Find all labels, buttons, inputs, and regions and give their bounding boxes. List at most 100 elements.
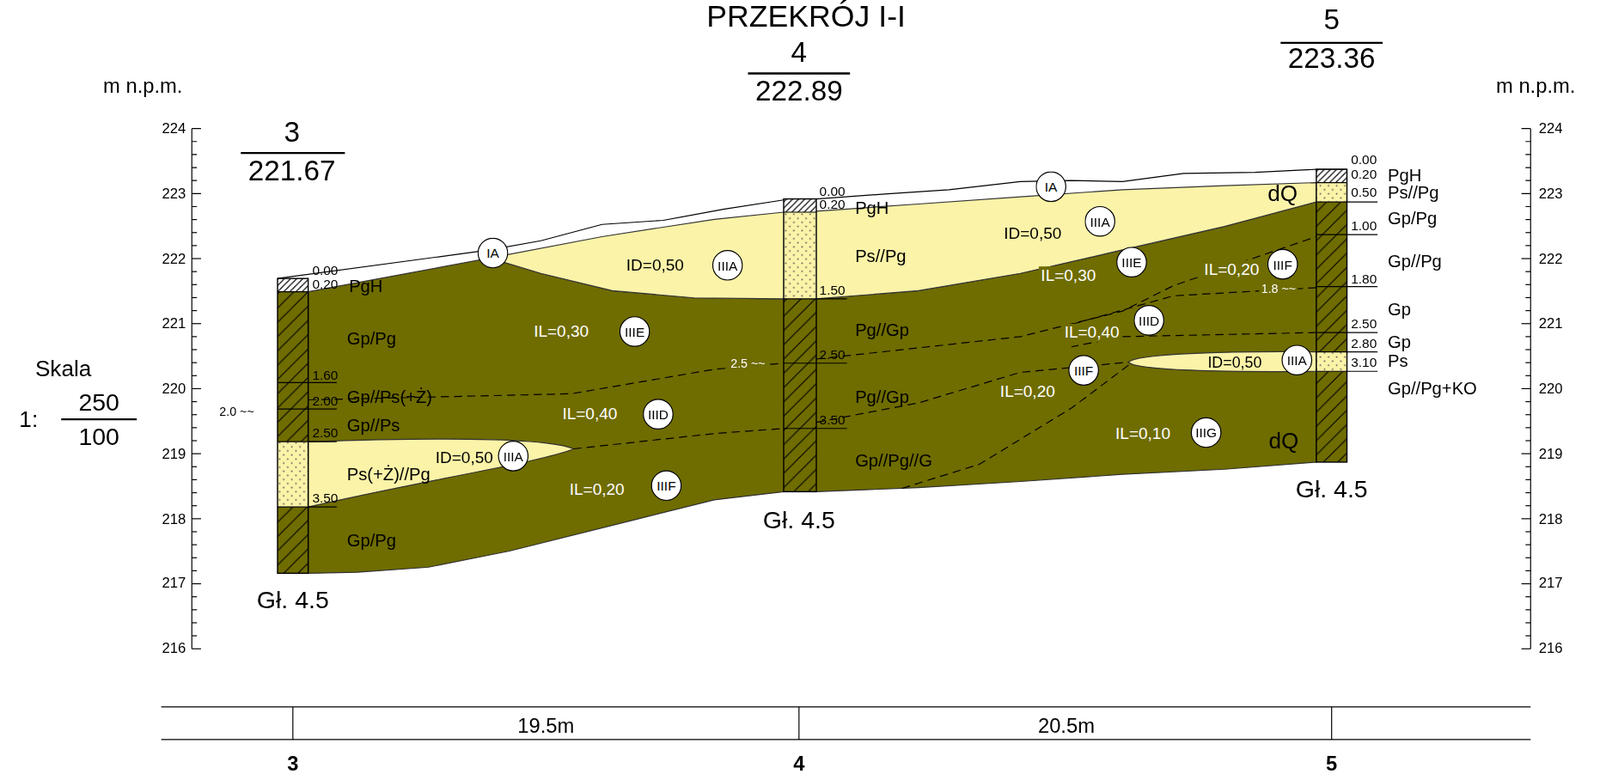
- section-label: 222: [1538, 250, 1564, 267]
- layer-symbol-text: IA: [1044, 180, 1058, 194]
- section-label: 2.50: [1350, 317, 1377, 332]
- section-label: 2.50: [311, 426, 338, 441]
- section-label: 5: [1325, 751, 1338, 774]
- section-label: 221.67: [248, 155, 336, 188]
- section-label: Gł. 4.5: [763, 506, 836, 534]
- layer-symbol-circle: IIIA: [1282, 344, 1313, 376]
- layer-symbol-circle: IIIF: [1267, 249, 1299, 281]
- section-label: IL=0,30: [1038, 266, 1099, 285]
- section-label: IL=0,40: [1062, 323, 1122, 342]
- layer-symbol-text: IIIA: [503, 449, 524, 463]
- section-label: ID=0,50: [1207, 354, 1262, 373]
- section-label: 223.36: [1288, 43, 1376, 76]
- section-label: 2.80: [1350, 336, 1377, 352]
- section-label: 1.80: [1350, 272, 1377, 288]
- borehole-5: [1316, 169, 1378, 463]
- section-label: dQ: [1268, 429, 1299, 455]
- section-label: 219: [1538, 445, 1564, 462]
- section-label: IL=0,10: [1113, 424, 1173, 443]
- layer-symbol-circle: IA: [477, 238, 509, 269]
- section-label: 5: [1323, 4, 1339, 37]
- layer-symbol-circle: IIID: [642, 398, 674, 430]
- sand-bodies: [308, 183, 1317, 508]
- header-fraction-lines: [61, 42, 1383, 420]
- layer-symbol-text: IIID: [647, 407, 669, 421]
- section-label: 2.00: [311, 394, 338, 410]
- section-label: Gp//Pg//G: [854, 452, 933, 472]
- section-label: 100: [78, 423, 120, 451]
- layer-symbol-text: IIID: [1138, 313, 1160, 327]
- layer-symbol-text: IA: [486, 246, 500, 260]
- section-label: m n.p.m.: [103, 74, 183, 98]
- section-label: 221: [161, 316, 186, 332]
- section-label: Gp/Pg: [347, 329, 397, 349]
- clay-body: [308, 201, 1317, 574]
- layer-symbol-circle: IIID: [1133, 305, 1165, 336]
- section-label: 4: [793, 751, 805, 774]
- section-label: 218: [161, 511, 186, 527]
- section-label: 222: [161, 250, 186, 267]
- section-label: 217: [1538, 575, 1564, 592]
- section-label: 0.20: [311, 277, 338, 293]
- section-label: Skala: [35, 357, 92, 383]
- section-label: 3.50: [311, 491, 338, 507]
- elevation-axes: [191, 128, 1531, 650]
- section-label: Gp/Pg: [347, 531, 397, 551]
- section-label: 1.50: [819, 283, 846, 299]
- layer-symbol-text: IIIF: [1074, 363, 1094, 377]
- section-label: 2.0 ~~: [219, 405, 254, 420]
- layer-symbol-text: IIIA: [1287, 353, 1307, 367]
- layer-symbol-text: IIIE: [624, 324, 645, 338]
- section-title: PRZEKRÓJ I-I: [706, 0, 906, 34]
- section-label: 3.10: [1350, 355, 1377, 371]
- layer-symbol-text: IIIF: [1273, 257, 1293, 271]
- section-label: IL=0,40: [560, 405, 620, 424]
- section-label: 223: [161, 185, 186, 202]
- section-label: 0.20: [1350, 167, 1377, 183]
- layer-symbol-text: IIIE: [1121, 255, 1142, 269]
- section-label: Gp//Ps: [347, 416, 401, 436]
- section-label: 222.89: [755, 76, 843, 109]
- section-label: Gp: [1387, 333, 1411, 353]
- section-label: 224: [1538, 120, 1564, 136]
- section-label: Ps//Pg: [1387, 184, 1439, 204]
- section-label: 216: [1538, 641, 1564, 657]
- section-label: Gp/Pg: [1387, 209, 1437, 229]
- section-label: 19.5m: [517, 714, 575, 737]
- section-label: Gp//Ps(+Ż): [347, 388, 433, 408]
- layer-symbol-circle: IIIF: [1068, 354, 1100, 386]
- section-label: m n.p.m.: [1496, 74, 1576, 98]
- section-label: ID=0,50: [1003, 224, 1062, 243]
- section-label: IL=0,20: [997, 383, 1057, 402]
- section-label: 250: [78, 389, 120, 416]
- section-label: PgH: [348, 278, 383, 298]
- section-label: Ps//Pg: [854, 247, 906, 267]
- section-label: 3.50: [819, 413, 846, 428]
- section-label: 0.00: [1350, 152, 1377, 168]
- section-label: 1:: [18, 408, 38, 434]
- section-label: 220: [161, 380, 186, 397]
- section-label: 219: [161, 445, 186, 462]
- section-label: 221: [1538, 316, 1564, 332]
- section-label: Ps(+Ż)//Pg: [347, 465, 431, 485]
- section-label: Gł. 4.5: [1295, 476, 1368, 503]
- layer-symbol-text: IIIA: [1090, 214, 1111, 228]
- section-label: 0.50: [1350, 185, 1377, 201]
- section-label: ID=0,50: [626, 256, 684, 275]
- section-label: Ps: [1387, 352, 1409, 372]
- layer-symbol-circle: IIIA: [712, 250, 744, 281]
- section-label: 2.50: [819, 348, 846, 363]
- layer-symbol-circle: IIIG: [1190, 417, 1222, 449]
- section-label: IL=0,20: [1202, 260, 1262, 279]
- layer-symbol-text: IIIF: [656, 479, 676, 493]
- section-label: 4: [791, 36, 807, 69]
- section-label: 224: [161, 120, 186, 136]
- section-label: 223: [1538, 185, 1564, 202]
- section-label: 1.00: [1350, 219, 1377, 234]
- section-label: 0.20: [819, 197, 846, 213]
- section-label: Gp//Pg: [1387, 252, 1442, 272]
- section-label: 218: [1538, 511, 1564, 527]
- section-label: 1.8 ~~: [1258, 282, 1298, 297]
- section-label: 216: [161, 641, 186, 657]
